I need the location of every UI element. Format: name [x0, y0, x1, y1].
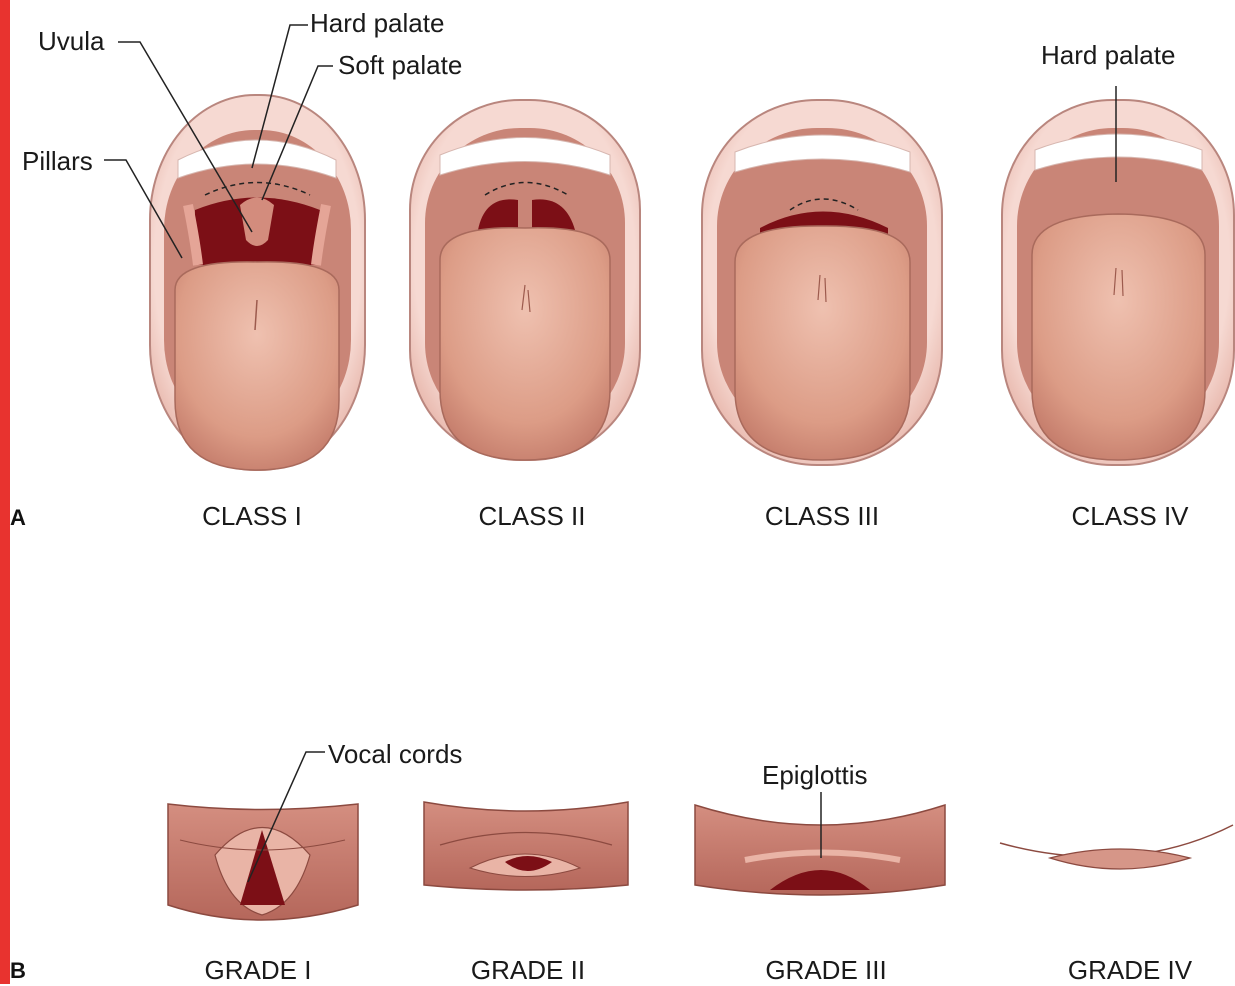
caption-class-4: CLASS IV — [1071, 501, 1188, 532]
hard-palate-label: Hard palate — [310, 8, 444, 39]
panel-a-letter: A — [10, 505, 26, 531]
mouth-class-1 — [150, 95, 365, 470]
uvula-label: Uvula — [38, 26, 104, 57]
larynx-grade-3 — [695, 805, 945, 895]
larynx-grade-1 — [168, 804, 358, 920]
caption-grade-1: GRADE I — [205, 955, 312, 986]
larynx-grade-4 — [1000, 825, 1233, 869]
soft-palate-label: Soft palate — [338, 50, 462, 81]
mouth-class-2 — [410, 100, 640, 460]
pillars-label: Pillars — [22, 146, 93, 177]
larynx-grade-2 — [424, 802, 628, 890]
caption-class-3: CLASS III — [765, 501, 879, 532]
caption-grade-3: GRADE III — [765, 955, 886, 986]
vocal-cords-label: Vocal cords — [328, 739, 462, 770]
hard-palate-class4-label: Hard palate — [1041, 40, 1175, 71]
mouth-class-3 — [702, 100, 942, 465]
caption-class-2: CLASS II — [479, 501, 586, 532]
panel-b-letter: B — [10, 958, 26, 984]
mouth-class-4 — [1002, 100, 1234, 465]
caption-grade-4: GRADE IV — [1068, 955, 1192, 986]
caption-class-1: CLASS I — [202, 501, 302, 532]
caption-grade-2: GRADE II — [471, 955, 585, 986]
epiglottis-label: Epiglottis — [762, 760, 868, 791]
